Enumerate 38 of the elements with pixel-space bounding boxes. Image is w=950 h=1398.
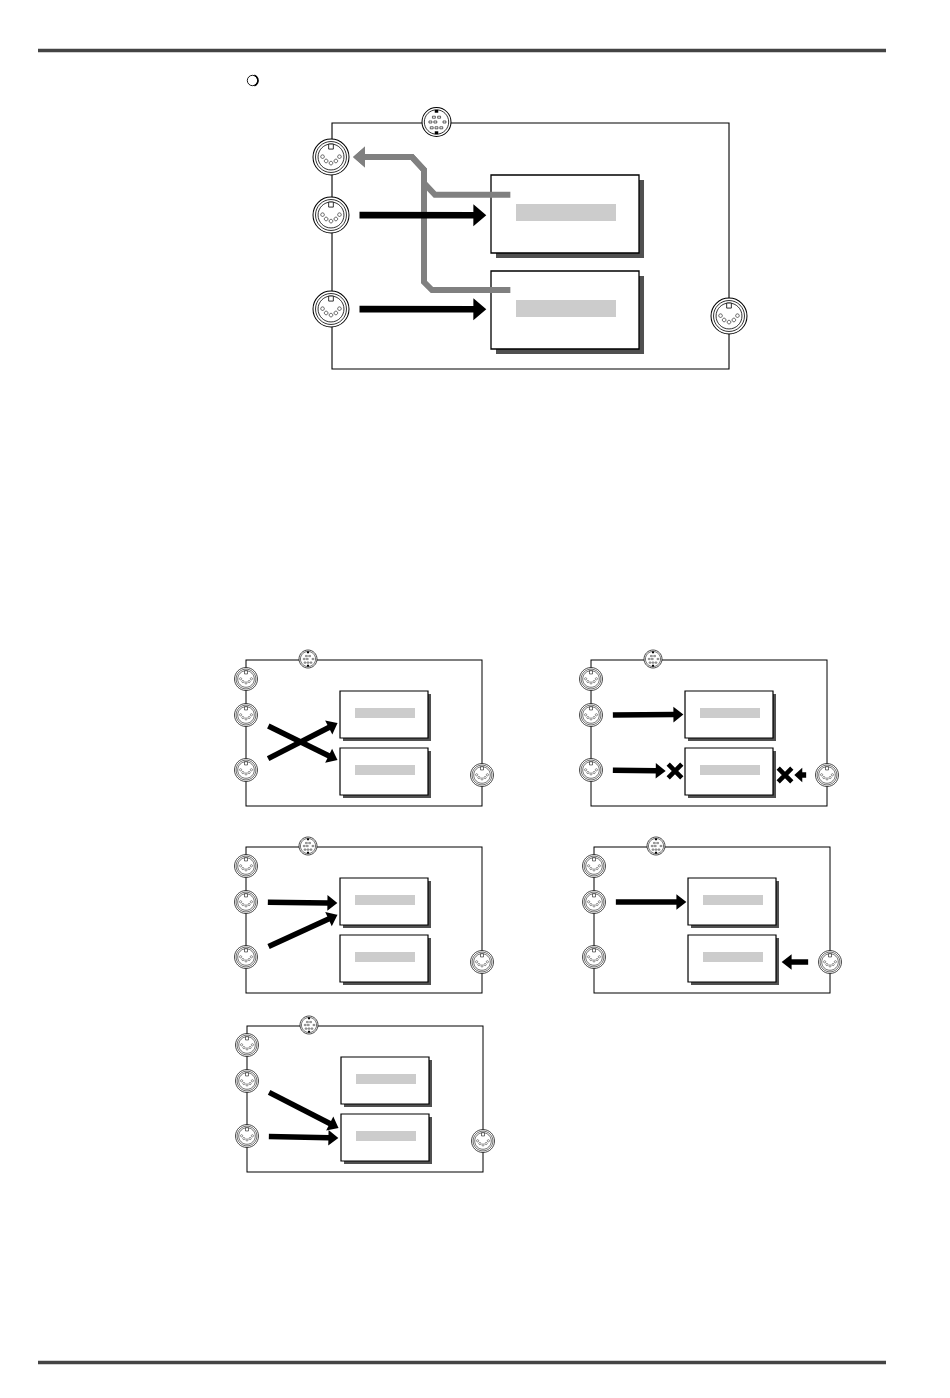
din-socket bbox=[579, 703, 603, 727]
din-socket bbox=[234, 703, 258, 727]
din-socket bbox=[582, 854, 606, 878]
device-outline bbox=[245, 659, 483, 807]
din-socket bbox=[235, 1124, 259, 1148]
cross-mark bbox=[775, 765, 795, 785]
device-outline bbox=[331, 122, 730, 370]
din-socket bbox=[710, 297, 748, 335]
mini-din-socket bbox=[298, 649, 318, 669]
cross-mark bbox=[665, 761, 685, 781]
mini-din-socket bbox=[646, 836, 666, 856]
device-outline bbox=[590, 659, 828, 807]
din-socket bbox=[235, 1069, 259, 1093]
din-socket bbox=[234, 890, 258, 914]
din-socket bbox=[579, 667, 603, 691]
device-outline bbox=[593, 846, 831, 994]
mini-din-socket bbox=[643, 649, 663, 669]
din-socket bbox=[818, 950, 842, 974]
din-socket bbox=[579, 758, 603, 782]
din-socket bbox=[471, 1129, 495, 1153]
din-socket bbox=[234, 758, 258, 782]
device-outline bbox=[245, 846, 483, 994]
device-outline bbox=[246, 1025, 484, 1173]
din-socket bbox=[235, 1033, 259, 1057]
din-socket bbox=[312, 138, 350, 176]
din-socket bbox=[234, 854, 258, 878]
mini-din-socket bbox=[421, 107, 452, 137]
din-socket bbox=[582, 890, 606, 914]
din-socket bbox=[815, 763, 839, 787]
din-socket bbox=[312, 290, 350, 328]
din-socket bbox=[312, 196, 350, 234]
din-socket bbox=[470, 950, 494, 974]
din-socket bbox=[470, 763, 494, 787]
din-socket bbox=[234, 667, 258, 691]
din-socket bbox=[582, 945, 606, 969]
mini-din-socket bbox=[299, 1015, 319, 1035]
din-socket bbox=[234, 945, 258, 969]
mini-din-socket bbox=[298, 836, 318, 856]
